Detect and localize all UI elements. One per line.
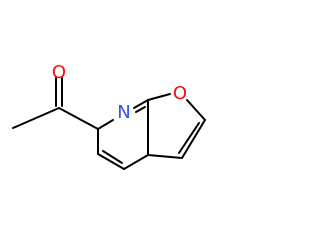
- bond-c2-c3-inner: [178, 122, 200, 154]
- bond-carbonyl-ring: [58, 107, 99, 130]
- bond-o1-c2: [186, 99, 206, 121]
- bond-n7-c7a-inner: [135, 106, 146, 113]
- bond-c3-c3a: [147, 154, 183, 159]
- pyridine-nitrogen-label: N: [117, 102, 130, 123]
- structure-diagram: O N O: [12, 62, 206, 170]
- bond-c4-c5: [97, 153, 125, 170]
- molecule-canvas: O N O: [12, 62, 206, 170]
- bond-c2-c3: [181, 119, 206, 159]
- bond-c4-c5-inner: [102, 150, 123, 164]
- bond-c7a-o1: [147, 93, 171, 101]
- furan-oxygen-label: O: [173, 83, 187, 104]
- bond-methyl-carbonyl: [12, 107, 60, 129]
- bond-n7-c7a: [133, 99, 149, 109]
- carbonyl-oxygen-label: O: [52, 62, 66, 83]
- bond-layer: [12, 77, 206, 170]
- bond-c3a-c4: [123, 154, 149, 170]
- bond-c6-n7: [97, 119, 114, 130]
